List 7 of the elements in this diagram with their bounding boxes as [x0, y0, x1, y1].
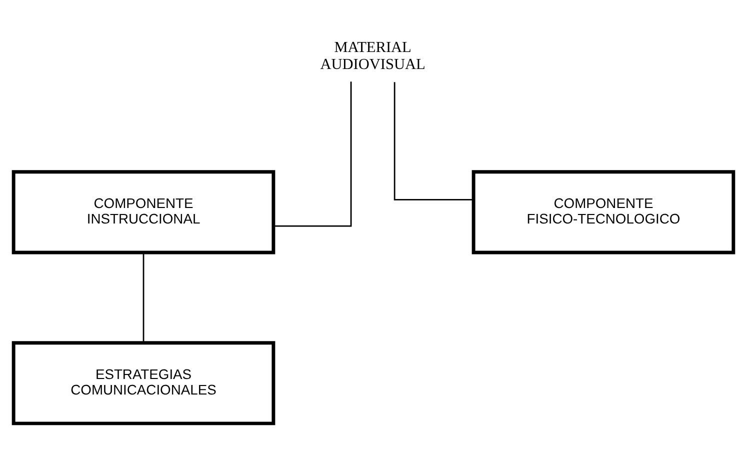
node-box: ESTRATEGIAS COMUNICACIONALES [12, 341, 276, 426]
node-text: MATERIAL AUDIOVISUAL [320, 39, 426, 73]
connector [394, 82, 473, 200]
connector [274, 82, 352, 227]
connector [142, 252, 144, 342]
node-box: COMPONENTE FISICO-TECNOLOGICO [472, 170, 736, 254]
node-box: COMPONENTE INSTRUCCIONAL [12, 170, 276, 254]
